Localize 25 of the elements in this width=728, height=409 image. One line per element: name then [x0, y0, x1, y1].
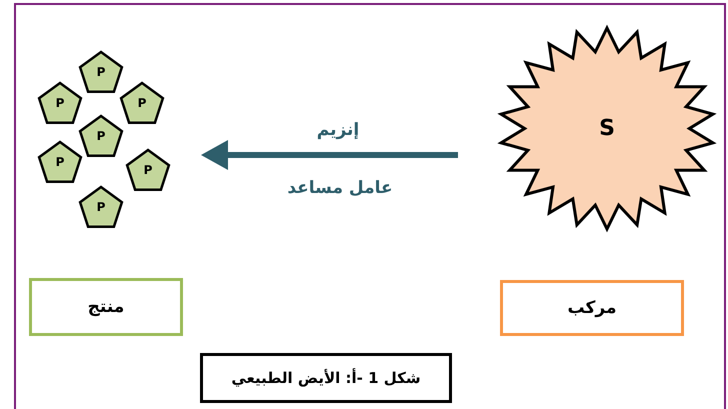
shape-letter: S — [599, 116, 615, 140]
label-box — [500, 280, 684, 336]
shape-letter: P — [96, 65, 106, 79]
pentagon-shape — [78, 184, 124, 230]
shape-letter: P — [144, 163, 152, 177]
arrow-caption: عامل مساعد — [287, 178, 393, 198]
pentagon-shape — [37, 139, 83, 185]
shape-letter: P — [96, 200, 106, 214]
caption-box — [200, 353, 452, 403]
shape-letter: P — [96, 129, 106, 143]
shape-letter: P — [138, 96, 146, 110]
edge-label: إنزيم — [316, 120, 360, 140]
star-shape — [498, 26, 716, 230]
label-box — [29, 278, 183, 336]
shape-letter: P — [56, 155, 64, 169]
box-label: مركب — [568, 298, 616, 318]
shape-letter: P — [56, 96, 64, 110]
pentagon-shape — [125, 147, 171, 193]
pentagon-shape — [119, 80, 165, 126]
caption-text: شكل 1 -أ: الأيض الطبيعي — [231, 369, 421, 387]
box-label: منتج — [88, 297, 124, 317]
pentagon-shape — [78, 49, 124, 95]
pentagon-shape — [37, 80, 83, 126]
arrow — [201, 140, 458, 170]
pentagon-shape — [78, 113, 124, 159]
